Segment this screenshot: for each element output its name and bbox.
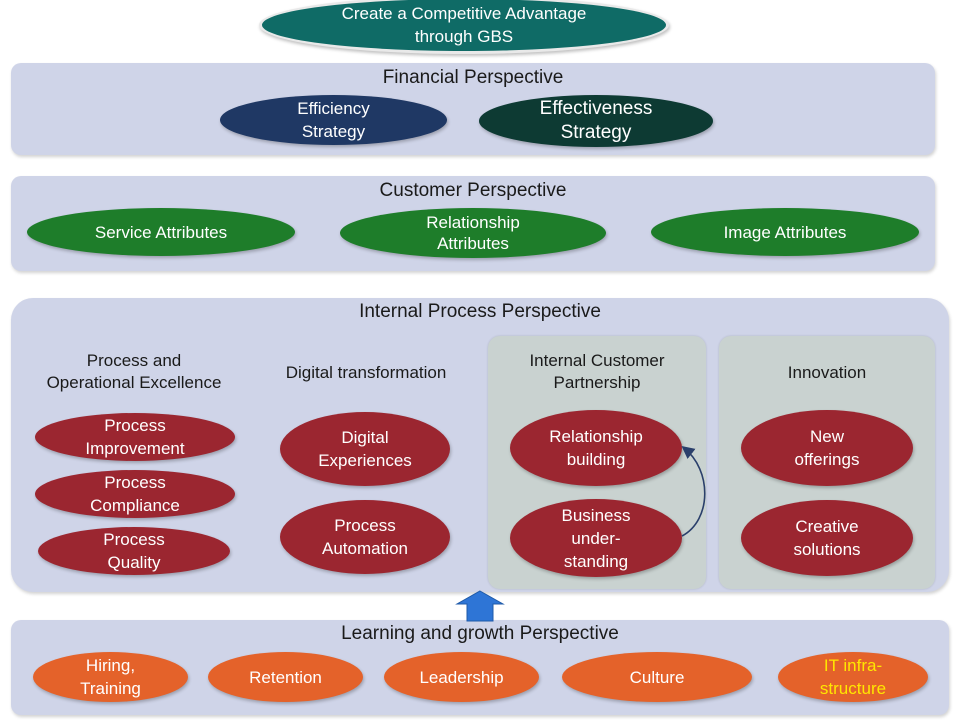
process-automation-oval: Process Automation [280, 500, 450, 574]
creative-solutions-label: Creative solutions [793, 517, 861, 559]
internal-customer-partnership-title: Internal Customer Partnership [529, 351, 665, 392]
goal-text: Create a Competitive Advantage through G… [341, 4, 587, 46]
efficiency-strategy-label: Efficiency Strategy [297, 99, 370, 141]
learning-growth-title: Learning and growth Perspective [341, 623, 619, 644]
financial-perspective-title: Financial Perspective [382, 67, 564, 88]
process-automation-label: Process Automation [322, 516, 408, 558]
goal-oval: Create a Competitive Advantage through G… [259, 0, 669, 54]
relationship-attributes-label: Relationship Attributes [426, 213, 520, 253]
it-infrastructure-oval: IT infra- structure [778, 652, 928, 702]
business-understanding-oval: Business under- standing [510, 499, 682, 577]
new-offerings-oval: New offerings [741, 410, 913, 486]
creative-solutions-oval: Creative solutions [741, 500, 913, 576]
service-attributes-oval: Service Attributes [27, 208, 295, 256]
new-offerings-label: New offerings [794, 427, 860, 469]
internal-process-title: Internal Process Perspective [359, 301, 601, 322]
digital-experiences-label: Digital Experiences [318, 428, 412, 470]
business-understanding-label: Business under- standing [561, 505, 631, 571]
process-quality-label: Process Quality [103, 530, 165, 572]
image-attributes-oval: Image Attributes [651, 208, 919, 256]
retention-oval: Retention [208, 652, 363, 702]
service-attributes-label: Service Attributes [94, 222, 228, 242]
culture-oval: Culture [562, 652, 752, 702]
process-compliance-oval: Process Compliance [35, 470, 235, 518]
process-improvement-oval: Process Improvement [35, 413, 235, 461]
relationship-building-oval: Relationship building [510, 410, 682, 486]
relationship-attributes-oval: Relationship Attributes [340, 208, 606, 258]
relationship-building-label: Relationship building [549, 427, 643, 469]
digital-experiences-oval: Digital Experiences [280, 412, 450, 486]
process-compliance-label: Process Compliance [90, 473, 180, 515]
process-quality-oval: Process Quality [38, 527, 230, 575]
up-arrow-icon [455, 590, 505, 622]
customer-perspective-title: Customer Perspective [379, 180, 567, 201]
efficiency-strategy-oval: Efficiency Strategy [220, 95, 447, 145]
culture-label: Culture [629, 667, 685, 687]
it-infrastructure-label: IT infra- structure [819, 656, 887, 698]
innovation-title: Innovation [787, 363, 867, 382]
retention-label: Retention [249, 667, 322, 687]
effectiveness-strategy-label: Effectiveness Strategy [539, 98, 653, 143]
effectiveness-strategy-oval: Effectiveness Strategy [479, 95, 713, 147]
financial-perspective-panel: Financial Perspective [11, 63, 935, 155]
hiring-training-oval: Hiring, Training [33, 652, 188, 702]
leadership-label: Leadership [419, 667, 504, 687]
digital-transformation-title: Digital transformation [285, 363, 447, 382]
leadership-oval: Leadership [384, 652, 539, 702]
hiring-training-label: Hiring, Training [80, 656, 141, 698]
image-attributes-label: Image Attributes [723, 222, 847, 242]
process-excellence-title: Process and Operational Excellence [46, 351, 222, 392]
process-improvement-label: Process Improvement [85, 416, 185, 458]
